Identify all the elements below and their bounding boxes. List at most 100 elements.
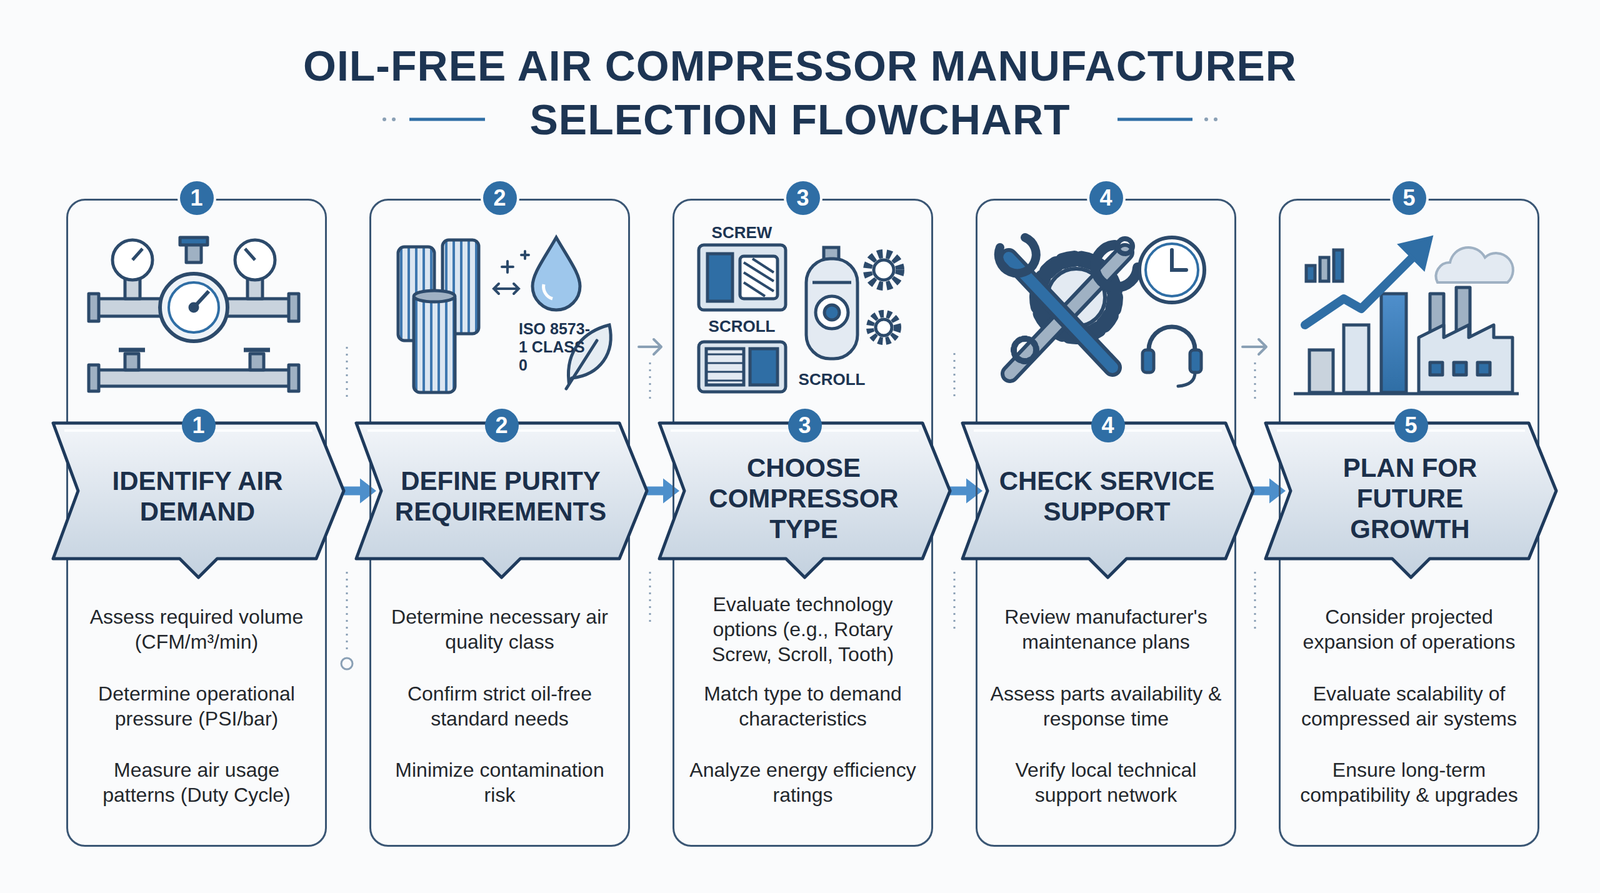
grey-arrow <box>638 339 662 355</box>
bullet-text: Minimize contamination risk <box>380 757 620 808</box>
step-heading: PLAN FOR FUTURE GROWTH <box>1295 452 1525 545</box>
tank-icon <box>806 258 858 359</box>
scroll-compressor-icon <box>706 348 744 385</box>
screw-compressor-icon <box>743 258 774 297</box>
pipe-gauge-icon <box>250 353 264 370</box>
separator-dots <box>953 571 956 632</box>
pipe-gauge-icon <box>118 348 145 353</box>
gear-icon <box>867 253 900 287</box>
arrow-plus-marks <box>521 251 529 259</box>
pipe-gauge-icon <box>190 303 198 312</box>
gear-icon <box>867 253 900 342</box>
gear-icon <box>870 313 898 342</box>
headset-icon <box>1148 326 1195 360</box>
bullet-text: Analyze energy efficiency ratings <box>683 757 923 808</box>
chevron-outline <box>53 423 344 578</box>
chevron-step: 3CHOOSE COMPRESSOR TYPE <box>656 420 953 562</box>
filter-icon <box>413 292 455 393</box>
screw-compressor-icon <box>707 253 733 302</box>
pipe-gauge-icon <box>160 273 228 342</box>
arrow-head <box>360 478 377 504</box>
callout-number: 1 <box>180 181 214 215</box>
chevron-outline <box>1265 423 1557 578</box>
pipe-gauge-icon <box>235 240 275 280</box>
pipe-gauge-icon <box>93 370 294 387</box>
bullet-text: Assess required volume (CFM/m³/min) <box>76 604 317 655</box>
arrow-plus-marks <box>493 283 519 294</box>
title-dots <box>382 117 387 122</box>
factory-icon <box>1477 362 1490 375</box>
factory-icon <box>1293 287 1519 394</box>
bullet-text: Determine operational pressure (PSI/bar) <box>76 681 317 732</box>
drop-icon <box>543 284 553 299</box>
callout-number: 5 <box>1392 181 1427 215</box>
gear-icon <box>875 319 892 336</box>
growth-chart-icon <box>1381 293 1407 393</box>
cloud-icon <box>1436 247 1514 283</box>
callout-number: 1 <box>181 408 216 443</box>
pipe-gauge-icon <box>88 365 99 392</box>
tank-icon <box>812 281 852 285</box>
icon-label: SCROLL <box>708 316 776 336</box>
growth-chart-icon <box>1309 350 1334 393</box>
growth-chart-icon <box>1305 256 1414 325</box>
step-card: 3Evaluate technology options (e.g., Rota… <box>672 198 934 847</box>
factory-icon <box>1430 362 1443 375</box>
factory-icon <box>1418 325 1513 393</box>
callout-number: 5 <box>1394 408 1429 443</box>
pipe-gauge-icon <box>125 278 140 299</box>
separator-dots <box>346 571 349 650</box>
clock-icon <box>1139 237 1205 303</box>
pipe-gauge-icon <box>180 237 208 245</box>
scroll-compressor-icon <box>750 348 778 385</box>
chevron-step: 5PLAN FOR FUTURE GROWTH <box>1263 420 1559 562</box>
pipe-gauge-icon <box>247 278 263 299</box>
pipe-gauge-icon <box>112 240 153 280</box>
growth-chart-icon <box>1306 265 1315 282</box>
screw-compressor-icon <box>698 245 786 310</box>
arrow-plus-marks <box>493 251 529 294</box>
headset-icon <box>1142 326 1202 387</box>
separator-dots <box>1254 571 1257 632</box>
bullet-text: Consider projected expansion of operatio… <box>1289 604 1529 655</box>
chevron-outline <box>962 423 1254 578</box>
factory-icon <box>1453 362 1467 375</box>
arrow-plus-marks <box>501 261 514 273</box>
growth-chart-icon <box>1333 250 1343 282</box>
separator-dots <box>649 362 652 400</box>
callout-number: 2 <box>485 408 519 443</box>
bullet-text: Verify local technical support network <box>986 757 1226 808</box>
title-rule <box>1117 118 1193 122</box>
callout-number: 2 <box>483 181 517 215</box>
separator-dots <box>953 353 956 400</box>
icon-label: SCROLL <box>798 370 866 389</box>
drop-icon <box>532 237 580 310</box>
pipe-gauge-icon <box>245 248 255 260</box>
screw-compressor-icon <box>740 256 778 299</box>
callout-number: 3 <box>788 408 822 443</box>
icon-label: ISO 8573-1 CLASS 0 <box>518 320 597 375</box>
bullet-text: Measure air usage patterns (Duty Cycle) <box>76 757 317 808</box>
chevron-step: 1IDENTIFY AIR DEMAND <box>50 420 347 562</box>
bullet-text: Confirm strict oil-free standard needs <box>380 681 620 732</box>
scroll-compressor-icon <box>698 341 786 392</box>
pipe-gauge-icon <box>88 237 299 392</box>
filter-icon <box>413 290 455 302</box>
separator-dots <box>341 658 353 670</box>
arrow-head <box>1269 478 1286 504</box>
step-heading: DEFINE PURITY REQUIREMENTS <box>386 465 615 527</box>
arrow-head <box>663 478 680 504</box>
title-dots <box>1213 117 1218 122</box>
pipe-gauge-icon <box>132 248 143 260</box>
title-rule <box>409 118 485 122</box>
step-card: 4Review manufacturer's maintenance plans… <box>975 198 1237 847</box>
headset-icon <box>1178 372 1195 387</box>
growth-chart-icon <box>1320 257 1329 282</box>
filter-icon <box>398 240 479 393</box>
tank-icon <box>824 305 840 320</box>
step-heading: CHOOSE COMPRESSOR TYPE <box>689 452 919 545</box>
drop-icon <box>532 237 580 310</box>
pipe-gauge-icon <box>288 293 299 322</box>
tool-gear-icon <box>1117 238 1133 254</box>
